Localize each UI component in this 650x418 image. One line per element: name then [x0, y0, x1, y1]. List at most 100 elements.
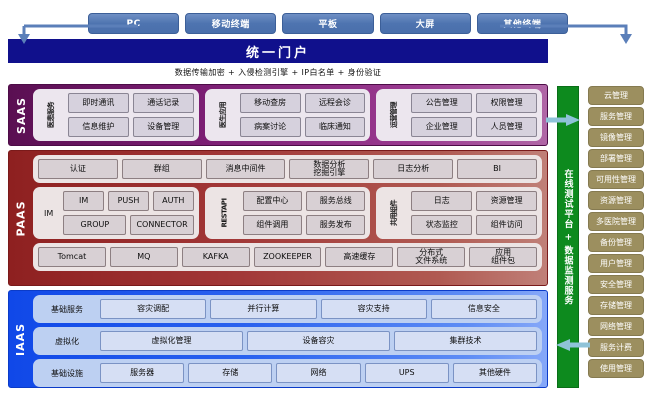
terminal-chip-3[interactable]: 大屏: [379, 13, 471, 34]
paas-mid-cell-0-a1[interactable]: PUSH: [108, 191, 149, 211]
saas-group-row: 医患服务即时通讯通话记录信息维护设备管理医生应用移动查房远程会诊病案讨论临床通知…: [33, 89, 543, 141]
paas-mid-cell-1-a1[interactable]: 服务总线: [306, 191, 366, 211]
sidebar-item-5[interactable]: 资源管理: [588, 191, 644, 210]
iaas-cell-2-4[interactable]: 其他硬件: [452, 363, 538, 383]
saas-group-label-0: 医患服务: [47, 102, 55, 128]
paas-mid-cell-1-a0[interactable]: 配置中心: [242, 191, 303, 211]
iaas-row-cells-1: 虚拟化管理设备容灾集群技术: [100, 331, 537, 351]
paas-bottom-cell-1[interactable]: MQ: [109, 247, 178, 267]
sidebar-item-2[interactable]: 镜像管理: [588, 128, 644, 147]
sidebar-item-4[interactable]: 可用性管理: [588, 170, 644, 189]
layer-saas: SAAS 医患服务即时通讯通话记录信息维护设备管理医生应用移动查房远程会诊病案讨…: [8, 84, 548, 146]
paas-top-cell-4[interactable]: 日志分析: [373, 159, 454, 179]
paas-mid-cell-2-a1[interactable]: 资源管理: [476, 191, 538, 211]
paas-mid-cell-1-b0[interactable]: 组件调用: [242, 215, 303, 235]
saas-cell-2-3[interactable]: 人员管理: [476, 117, 538, 137]
paas-mid-cell-0-a2[interactable]: AUTH: [152, 191, 194, 211]
iaas-cell-1-2[interactable]: 集群技术: [394, 331, 537, 351]
paas-mid-cell-0-b0[interactable]: GROUP: [63, 215, 127, 235]
saas-cell-1-0[interactable]: 移动查房: [239, 93, 301, 113]
sidebar-item-12[interactable]: 服务计费: [588, 338, 644, 357]
layer-paas-label: PAAS: [9, 151, 33, 285]
terminal-chip-1[interactable]: 移动终端: [185, 13, 277, 34]
paas-top-cell-3[interactable]: 数据分析挖掘引擎: [289, 159, 370, 179]
online-test-platform-label: 在线测试平台 + 数据监测服务: [562, 168, 573, 306]
paas-mid-cell-2-a0[interactable]: 日志: [411, 191, 473, 211]
paas-bottom-cell-6[interactable]: 应用组件包: [469, 247, 538, 267]
paas-bottom-cell-3[interactable]: ZOOKEEPER: [253, 247, 322, 267]
saas-cell-1-3[interactable]: 临床通知: [304, 117, 366, 137]
sidebar-item-7[interactable]: 备份管理: [588, 233, 644, 252]
saas-group-label-2: 运营管理: [390, 102, 399, 128]
online-test-platform-bar: 在线测试平台 + 数据监测服务: [557, 86, 579, 388]
sidebar-item-8[interactable]: 用户管理: [588, 254, 644, 273]
paas-mid-group-label-2: 共用组件: [390, 200, 399, 226]
saas-group-2: 运营管理 公告管理权限管理企业管理人员管理: [376, 89, 543, 141]
iaas-cell-2-2[interactable]: 网络: [276, 363, 361, 383]
sidebar-item-10[interactable]: 存储管理: [588, 296, 644, 315]
saas-cell-0-0[interactable]: 即时通讯: [68, 93, 129, 113]
paas-bottom-cell-4[interactable]: 高速缓存: [325, 247, 394, 267]
paas-top-cell-0[interactable]: 认证: [38, 159, 118, 179]
paas-mid-cell-0-b1[interactable]: CONNECTOR: [130, 215, 194, 235]
paas-bottom-cell-0[interactable]: Tomcat: [38, 247, 106, 267]
saas-cell-0-2[interactable]: 信息维护: [68, 117, 129, 137]
iaas-cell-2-1[interactable]: 存储: [188, 363, 273, 383]
sidebar-item-1[interactable]: 服务管理: [588, 107, 644, 126]
saas-cell-0-1[interactable]: 通话记录: [132, 93, 194, 113]
saas-group-row1-2: 公告管理权限管理: [411, 93, 538, 113]
paas-mid-cell-2-b0[interactable]: 状态监控: [411, 215, 473, 235]
iaas-cell-2-0[interactable]: 服务器: [100, 363, 185, 383]
iaas-cell-0-0[interactable]: 容灾调配: [100, 299, 207, 319]
sidebar-item-3[interactable]: 部署管理: [588, 149, 644, 168]
paas-mid-group-1: RESTAPI 配置中心服务总线组件调用服务发布: [204, 187, 371, 239]
saas-group-0: 医患服务 即时通讯通话记录信息维护设备管理: [33, 89, 199, 141]
paas-top-cell-2[interactable]: 消息中间件: [205, 159, 286, 179]
paas-mid-group-label-1: RESTAPI: [220, 198, 229, 228]
terminal-chip-2[interactable]: 平板: [282, 13, 374, 34]
saas-cell-0-3[interactable]: 设备管理: [132, 117, 194, 137]
paas-bottom-cell-5[interactable]: 分布式文件系统: [397, 247, 466, 267]
paas-mid-cell-1-b1[interactable]: 服务发布: [306, 215, 366, 235]
sidebar-item-9[interactable]: 安全管理: [588, 275, 644, 294]
iaas-cell-0-2[interactable]: 容灾支持: [320, 299, 427, 319]
saas-cell-2-1[interactable]: 权限管理: [476, 93, 538, 113]
sidebar-item-13[interactable]: 使用管理: [588, 359, 644, 378]
paas-bottom-cell-2[interactable]: KAFKA: [181, 247, 250, 267]
saas-group-label-1: 医生应用: [218, 102, 227, 128]
layer-iaas-label: IAAS: [9, 291, 33, 387]
unified-portal-subtitle: 数据传输加密 + 入侵检测引擎 + IP白名单 + 身份验证: [174, 67, 382, 77]
saas-cell-2-0[interactable]: 公告管理: [411, 93, 473, 113]
layer-saas-label: SAAS: [9, 85, 33, 145]
iaas-cell-0-3[interactable]: 信息安全: [430, 299, 537, 319]
terminal-chip-4[interactable]: 其他终端: [476, 13, 569, 34]
iaas-cell-2-3[interactable]: UPS: [364, 363, 449, 383]
saas-cell-1-2[interactable]: 病案讨论: [239, 117, 301, 137]
layer-iaas: IAAS 基础服务容灾调配并行计算容灾支持信息安全虚拟化虚拟化管理设备容灾集群技…: [8, 290, 548, 388]
saas-cell-1-1[interactable]: 远程会诊: [304, 93, 366, 113]
paas-top-cell-1[interactable]: 群组: [121, 159, 202, 179]
sidebar-item-0[interactable]: 云管理: [588, 86, 644, 105]
paas-mid-cell-0-a0[interactable]: IM: [63, 191, 105, 211]
saas-cell-2-2[interactable]: 企业管理: [411, 117, 473, 137]
terminal-chip-0[interactable]: PC: [88, 13, 180, 34]
paas-mid-cell-2-b1[interactable]: 组件访问: [476, 215, 538, 235]
iaas-cell-1-1[interactable]: 设备容灾: [247, 331, 390, 351]
management-sidebar: 云管理服务管理镜像管理部署管理可用性管理资源管理多医院管理备份管理用户管理安全管…: [588, 86, 644, 378]
sidebar-item-6[interactable]: 多医院管理: [588, 212, 644, 231]
iaas-cell-0-1[interactable]: 并行计算: [210, 299, 317, 319]
saas-group-row2-1: 病案讨论临床通知: [239, 117, 366, 137]
paas-top-cell-5[interactable]: BI: [457, 159, 537, 179]
paas-mid-row1-1: 配置中心服务总线: [242, 191, 366, 211]
iaas-cell-1-0[interactable]: 虚拟化管理: [100, 331, 243, 351]
sidebar-item-11[interactable]: 网络管理: [588, 317, 644, 336]
layer-paas-name: PAAS: [14, 199, 28, 237]
